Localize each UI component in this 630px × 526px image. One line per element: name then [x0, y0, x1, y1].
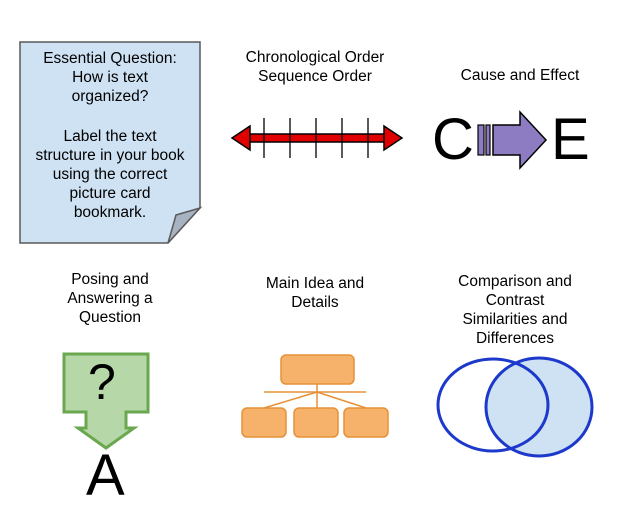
- chronological-title: Chronological Order Sequence Order: [245, 49, 385, 85]
- note-body: Label the text structure in your book us…: [35, 128, 185, 221]
- question-answer-title: Posing and Answering a Question: [67, 271, 153, 326]
- venn-right-circle: [484, 356, 594, 458]
- question-mark: ?: [88, 354, 116, 410]
- main-idea-box: [280, 354, 355, 385]
- cause-effect-title: Cause and Effect: [460, 67, 580, 84]
- venn-left-circle: [436, 357, 550, 453]
- answer-letter: A: [86, 443, 125, 508]
- cause-letter: C: [432, 107, 474, 172]
- effect-letter: E: [551, 107, 590, 172]
- comparison-title: Comparison and Contrast Similarities and…: [458, 273, 572, 347]
- detail-box-3: [343, 407, 389, 438]
- detail-box-1: [241, 407, 287, 438]
- detail-box-2: [293, 407, 339, 438]
- connector-lines: [263, 384, 367, 409]
- main-idea-title: Main Idea and Details: [265, 275, 365, 311]
- note-heading: Essential Question: How is text organize…: [43, 50, 177, 105]
